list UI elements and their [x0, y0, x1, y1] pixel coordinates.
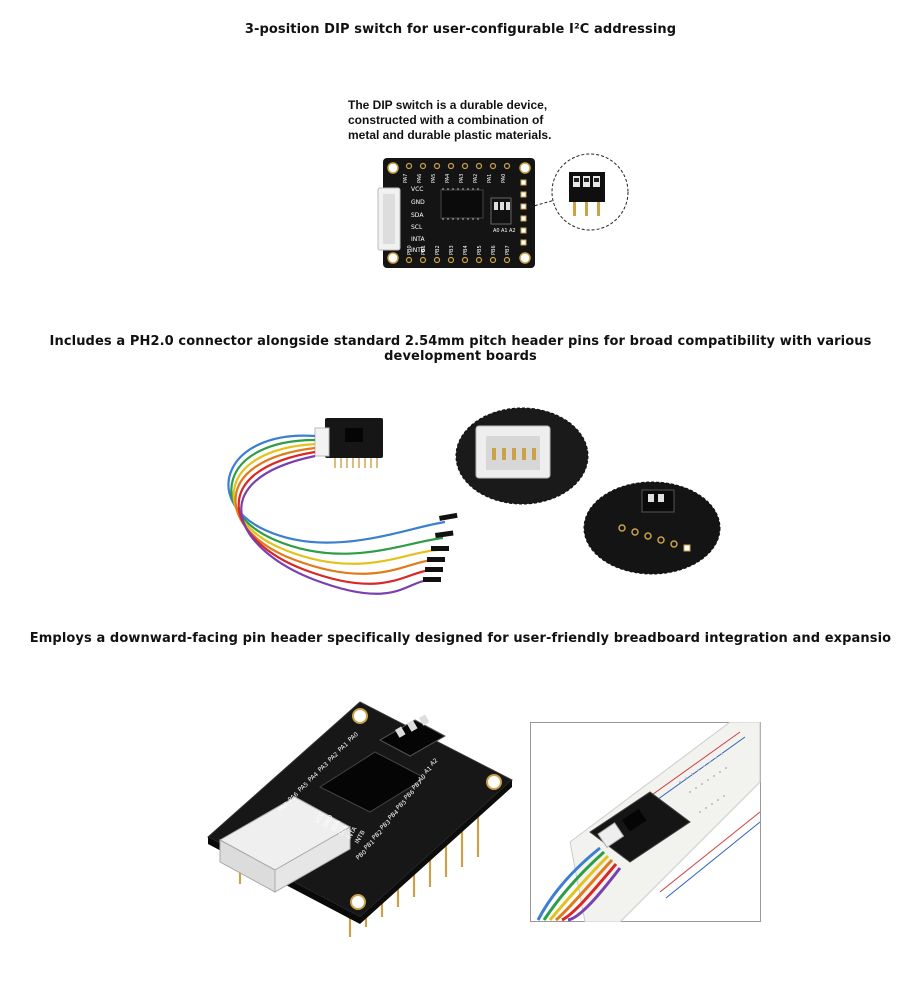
pcb-board-iso	[207, 701, 513, 918]
header-zoom-ellipse	[583, 481, 721, 575]
wire-red	[237, 450, 432, 585]
callout-line	[529, 199, 556, 208]
svg-text:PB2: PB2	[435, 245, 441, 255]
label-inta: INTA	[411, 236, 425, 243]
right-pin-column	[520, 179, 527, 246]
connector-zoom	[455, 407, 721, 575]
top-pin-labels: PA7 PA6 PA5 PA4 PA3 PA2 PA1 PA0	[403, 174, 507, 183]
label-intb: INTB	[411, 247, 425, 254]
breadboard-photo	[530, 722, 761, 922]
svg-text:PA5: PA5	[431, 174, 437, 183]
mount-hole	[352, 708, 368, 724]
svg-text:PB0: PB0	[407, 245, 413, 255]
bottom-pin-row	[405, 256, 511, 264]
svg-text:PB6: PB6	[491, 245, 497, 255]
dip-switch-onboard	[490, 197, 512, 225]
svg-text:PA1: PA1	[487, 174, 493, 183]
section-heading-dip: 3-position DIP switch for user-configura…	[244, 22, 677, 37]
isometric-board: PA0 PA1 PA2 PA3 PA4 PA5 PA6 PA7 A2 A1 A0…	[207, 701, 513, 937]
wire-blue	[227, 434, 446, 544]
breadboard-holes	[679, 753, 727, 813]
board-with-cable	[227, 418, 458, 595]
svg-text:PB4: PB4	[463, 245, 469, 255]
section-heading-breadboard: Employs a downward-facing pin header spe…	[29, 631, 892, 646]
svg-text:PA4: PA4	[445, 174, 451, 183]
svg-text:A0: A0	[493, 228, 500, 234]
ph2-zoom-ellipse	[455, 407, 589, 505]
svg-text:A1: A1	[423, 765, 434, 776]
svg-text:A2: A2	[509, 228, 516, 234]
wire-purple	[240, 454, 430, 595]
bottom-pin-labels: PB0 PB1 PB2 PB3 PB4 PB5 PB6 PB7	[407, 245, 511, 255]
label-vcc: VCC	[411, 186, 423, 193]
wire-yellow	[232, 442, 438, 565]
switch-labels: A0 A1 A2	[493, 228, 516, 234]
dip-note-line-1: The DIP switch is a durable device,	[348, 98, 548, 112]
dupont-connectors	[423, 512, 458, 582]
left-pin-labels: VCC GND SDA SCL INTA INTB	[411, 186, 425, 254]
mount-hole	[350, 894, 366, 910]
label-scl: SCL	[411, 224, 423, 231]
white-connector	[597, 822, 625, 848]
svg-text:PB7: PB7	[505, 245, 511, 255]
svg-text:PA3: PA3	[459, 174, 465, 183]
breadboard-wires	[536, 846, 622, 922]
section-heading-connector: Includes a PH2.0 connector alongside sta…	[49, 334, 872, 364]
svg-text:A2: A2	[429, 757, 440, 768]
dip-switch-iso	[378, 719, 447, 757]
mount-hole	[387, 162, 399, 174]
svg-text:PB3: PB3	[449, 245, 455, 255]
svg-text:PA2: PA2	[473, 174, 479, 183]
dip-note-line-2: constructed with a combination of	[348, 113, 544, 127]
svg-text:PA0: PA0	[501, 174, 507, 183]
wire-orange	[234, 446, 434, 575]
dip-switch-zoom	[569, 172, 605, 216]
ic-chip-iso	[318, 751, 427, 813]
dip-note: The DIP switch is a durable device, cons…	[348, 98, 568, 143]
wire-green	[230, 438, 444, 555]
svg-text:PA7: PA7	[403, 174, 409, 183]
pcb-top-view: VCC GND SDA SCL INTA INTB PA7 PA6 PA5 PA…	[377, 153, 629, 268]
mount-hole	[486, 774, 502, 790]
mount-hole	[519, 162, 531, 174]
mount-hole	[387, 252, 399, 264]
label-sda: SDA	[411, 212, 424, 219]
ic-chip	[440, 189, 484, 219]
svg-text:PB1: PB1	[421, 245, 427, 255]
top-pin-row	[405, 162, 511, 170]
svg-text:PA6: PA6	[417, 174, 423, 183]
mount-hole	[519, 252, 531, 264]
label-gnd: GND	[411, 199, 425, 206]
svg-text:PB5: PB5	[477, 245, 483, 255]
dip-note-line-3: metal and durable plastic materials.	[348, 128, 552, 142]
svg-text:A0: A0	[417, 773, 428, 784]
svg-text:A1: A1	[501, 228, 508, 234]
module-on-breadboard	[589, 791, 691, 863]
jumper-wires	[227, 434, 446, 595]
